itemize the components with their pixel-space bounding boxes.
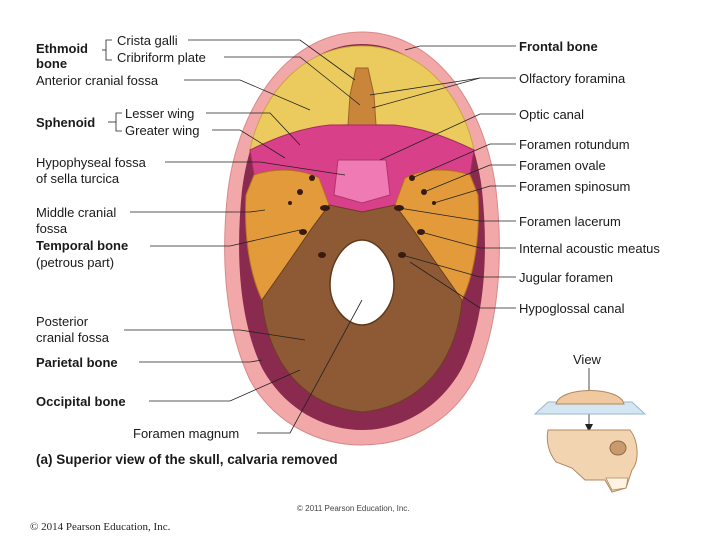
view-inset-illustration bbox=[533, 390, 647, 493]
label-olfactory-foramina: Olfactory foramina bbox=[519, 71, 626, 86]
label-view: View bbox=[573, 352, 601, 367]
label-sella-turcica: of sella turcica bbox=[36, 171, 120, 186]
label-petrous-part: (petrous part) bbox=[36, 255, 115, 270]
label-temporal-bone: Temporal bone bbox=[36, 238, 129, 253]
label-middle-cranial: Middle cranial bbox=[36, 205, 117, 220]
calvaria-cap bbox=[555, 390, 625, 405]
foramen-mark bbox=[299, 229, 307, 235]
foramen-mark bbox=[297, 189, 303, 195]
leader-lines bbox=[102, 39, 590, 434]
label-lesser-wing: Lesser wing bbox=[125, 106, 195, 121]
label-frontal-bone: Frontal bone bbox=[519, 39, 598, 54]
figure-caption: (a) Superior view of the skull, calvaria… bbox=[36, 452, 338, 467]
label-foramen-lacerum: Foramen lacerum bbox=[519, 214, 621, 229]
label-sphenoid: Sphenoid bbox=[36, 115, 96, 130]
label-foramen-ovale: Foramen ovale bbox=[519, 158, 606, 173]
copyright-inner: © 2011 Pearson Education, Inc. bbox=[297, 504, 410, 513]
foramen-mark bbox=[320, 205, 330, 211]
sella-turcica-region bbox=[333, 159, 391, 204]
label-hypoglossal-canal: Hypoglossal canal bbox=[519, 301, 625, 316]
foramen-mark bbox=[309, 175, 315, 181]
label-optic-canal: Optic canal bbox=[519, 107, 585, 122]
label-anterior-cranial-fossa: Anterior cranial fossa bbox=[36, 73, 159, 88]
label-internal-acoustic-meatus: Internal acoustic meatus bbox=[519, 241, 660, 256]
inset-teeth bbox=[605, 477, 629, 491]
foramen-mark bbox=[318, 252, 326, 258]
foramen-magnum-hole bbox=[329, 239, 395, 326]
label-posterior-cranial-fossa: cranial fossa bbox=[36, 330, 109, 345]
label-ethmoid-bone: bone bbox=[36, 56, 68, 71]
label-posterior: Posterior bbox=[36, 314, 89, 329]
label-foramen-rotundum: Foramen rotundum bbox=[519, 137, 630, 152]
label-foramen-magnum: Foramen magnum bbox=[133, 426, 240, 441]
label-hypophyseal-fossa: Hypophyseal fossa bbox=[36, 155, 146, 170]
label-ethmoid: Ethmoid bbox=[36, 41, 88, 56]
label-cribriform-plate: Cribriform plate bbox=[117, 50, 206, 65]
label-jugular-foramen: Jugular foramen bbox=[519, 270, 613, 285]
label-parietal-bone: Parietal bone bbox=[36, 355, 118, 370]
copyright-outer: © 2014 Pearson Education, Inc. bbox=[30, 521, 171, 533]
label-greater-wing: Greater wing bbox=[125, 123, 200, 138]
label-middle-cranial-fossa: fossa bbox=[36, 221, 68, 236]
label-occipital-bone: Occipital bone bbox=[36, 394, 126, 409]
foramen-mark bbox=[288, 201, 292, 205]
label-crista-galli: Crista galli bbox=[117, 33, 178, 48]
label-foramen-spinosum: Foramen spinosum bbox=[519, 179, 631, 194]
inset-orbit bbox=[609, 440, 627, 456]
view-arrowhead bbox=[585, 424, 593, 432]
